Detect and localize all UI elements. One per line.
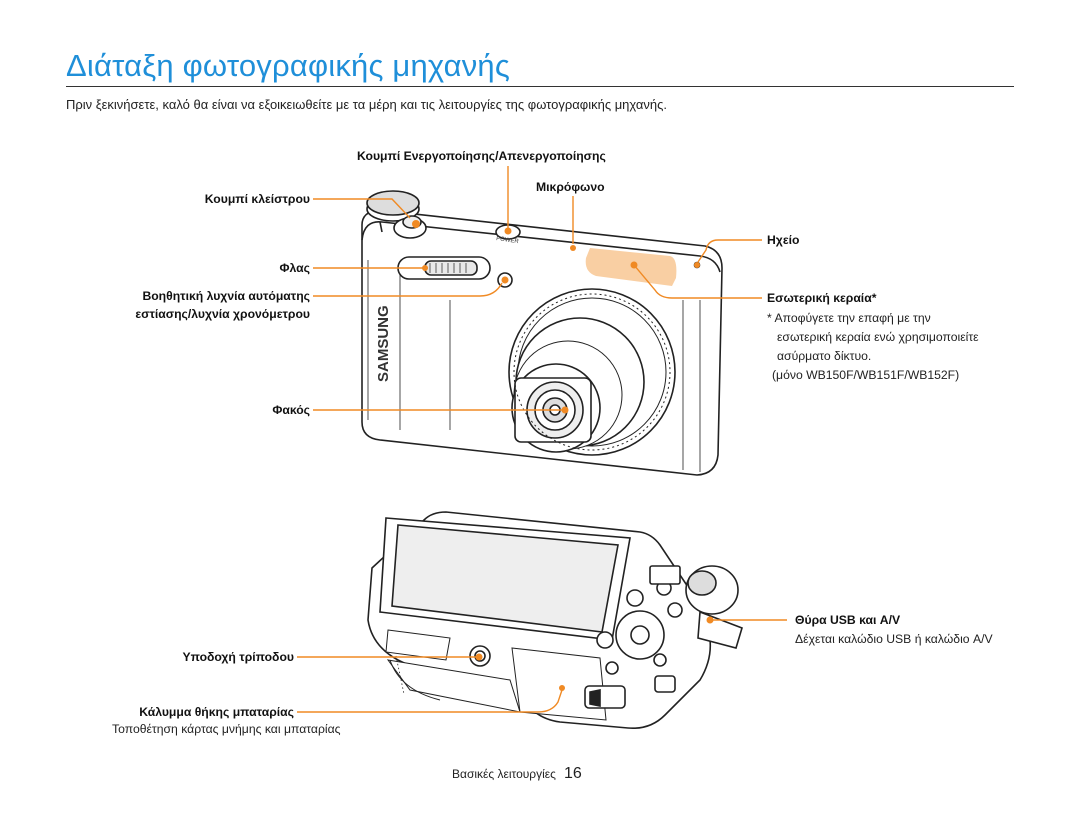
- footer-section: Βασικές λειτουργίες: [452, 767, 556, 781]
- page-title: Διάταξη φωτογραφικής μηχανής: [66, 48, 510, 83]
- callout-dots: [412, 220, 714, 691]
- label-lens: Φακός: [272, 403, 310, 417]
- camera-front: [361, 190, 723, 476]
- title-divider: [66, 86, 1014, 87]
- intro-text: Πριν ξεκινήσετε, καλό θα είναι να εξοικε…: [66, 97, 668, 112]
- label-usb-port: Θύρα USB και A/V: [795, 613, 901, 627]
- label-power-button: Κουμπί Ενεργοποίησης/Απενεργοποίησης: [357, 149, 606, 163]
- antenna-note-1: * Αποφύγετε την επαφή με την: [767, 311, 931, 325]
- label-antenna: Εσωτερική κεραία*: [767, 291, 877, 305]
- label-af-lamp-line2: εστίασης/λυχνία χρονόμετρου: [135, 307, 310, 321]
- power-marking: POWER: [496, 236, 520, 245]
- page-footer: Βασικές λειτουργίες 16: [452, 765, 582, 783]
- label-af-lamp-line1: Βοηθητική λυχνία αυτόματης: [142, 289, 310, 303]
- label-speaker: Ηχείο: [767, 233, 800, 247]
- usb-port-note: Δέχεται καλώδιο USB ή καλώδιο A/V: [795, 632, 993, 646]
- label-shutter-button: Κουμπί κλείστρου: [204, 192, 310, 206]
- antenna-note-3: ασύρματο δίκτυο.: [777, 349, 872, 363]
- callout-lines: [297, 166, 787, 713]
- label-flash: Φλας: [279, 261, 310, 275]
- camera-bottom: [367, 511, 743, 730]
- brand-marking: SAMSUNG: [375, 305, 392, 382]
- antenna-note-2: εσωτερική κεραία ενώ χρησιμοποιείτε: [777, 330, 979, 344]
- label-battery-cover: Κάλυμμα θήκης μπαταρίας: [139, 705, 294, 719]
- antenna-note-4: (μόνο WB150F/WB151F/WB152F): [772, 368, 960, 382]
- label-tripod-mount: Υποδοχή τρίποδου: [182, 650, 294, 664]
- label-microphone: Μικρόφωνο: [536, 180, 605, 194]
- battery-cover-note: Τοποθέτηση κάρτας μνήμης και μπαταρίας: [112, 722, 341, 736]
- page-number: 16: [563, 765, 582, 782]
